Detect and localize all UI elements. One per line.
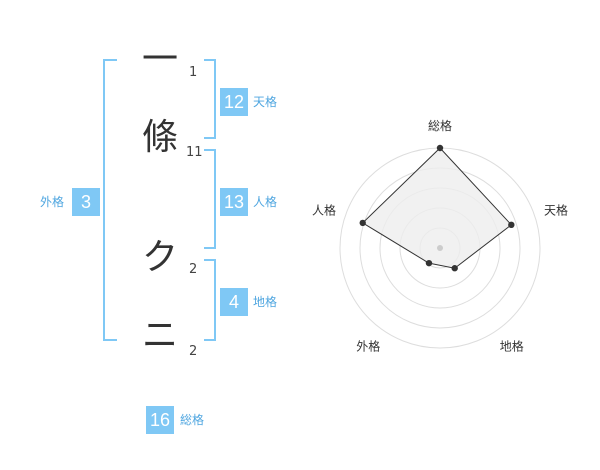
jin-label: 人格 (253, 195, 278, 209)
name-char-3: ク (141, 237, 178, 278)
stroke-count-1: 1 (189, 65, 198, 80)
radar-axis-label: 天格 (544, 202, 568, 217)
gai-badge: 3 (72, 188, 100, 216)
radar-axis-label: 外格 (356, 339, 380, 354)
jin-badge: 13 (220, 188, 248, 216)
jin-bracket (204, 149, 216, 249)
sou-badge: 16 (146, 406, 174, 434)
radar-point-2 (508, 221, 515, 229)
radar-point-5 (359, 219, 366, 227)
stroke-count-3: 2 (189, 262, 198, 277)
gai-label: 外格 (40, 195, 65, 209)
stroke-count-4: 2 (189, 344, 198, 359)
chi-bracket (204, 259, 216, 341)
stroke-count-2: 11 (186, 145, 203, 160)
name-char-4: ニ (141, 315, 178, 356)
ten-bracket (204, 59, 216, 139)
radar-axis-label: 地格 (500, 339, 524, 354)
radar-axis-label: 総格 (428, 118, 452, 133)
radar-center (437, 245, 443, 251)
chi-label: 地格 (253, 295, 278, 309)
ten-label: 天格 (253, 95, 278, 109)
chi-badge: 4 (220, 288, 248, 316)
radar-area (361, 147, 513, 269)
radar-point-1 (436, 144, 444, 152)
radar-point-4 (425, 259, 433, 267)
name-char-1: 一 (141, 39, 178, 80)
ten-badge: 12 (220, 88, 248, 116)
sou-label: 総格 (180, 413, 205, 427)
radar-axis-label: 人格 (312, 202, 336, 217)
gai-bracket (103, 59, 117, 341)
name-char-2: 條 (141, 117, 178, 158)
radar-point-3 (451, 265, 458, 272)
